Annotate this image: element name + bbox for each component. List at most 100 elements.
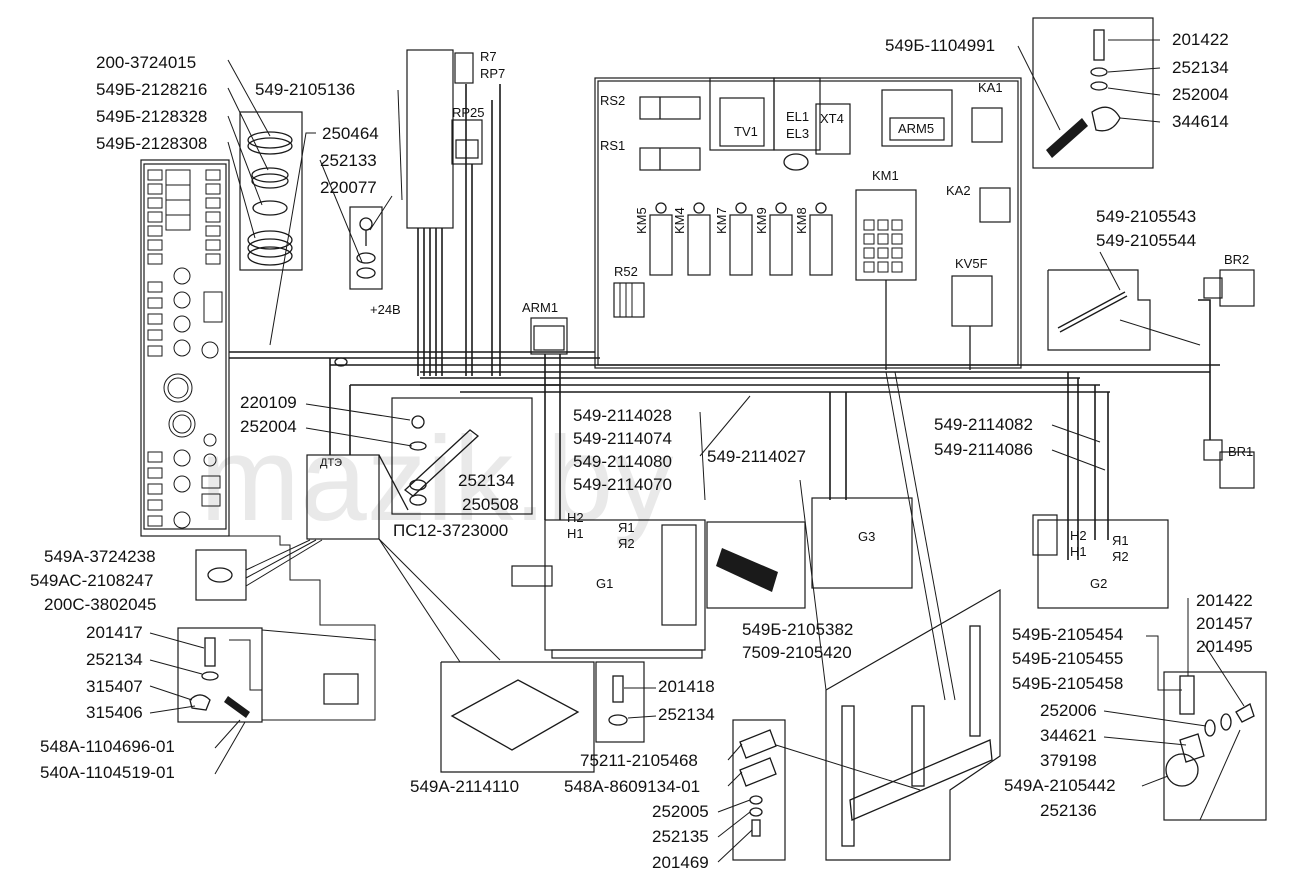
label-201418: 201418 — [658, 677, 715, 696]
label-252134-strip: 252134 — [458, 471, 515, 490]
brush-holder — [706, 521, 806, 609]
label-EL3: EL3 — [786, 126, 809, 141]
label-549B-2105458: 549Б-2105458 — [1012, 674, 1123, 693]
label-plus24V: +24B — [370, 302, 401, 317]
label-XT4: XT4 — [820, 111, 844, 126]
label-Ya2-g1: Я2 — [618, 536, 635, 551]
rod-detail — [1047, 269, 1151, 351]
label-252134-bolt: 252134 — [658, 705, 715, 724]
harness — [229, 299, 1220, 560]
label-549-2114080: 549-2114080 — [573, 452, 672, 471]
label-201495: 201495 — [1196, 637, 1253, 656]
label-549-2114074: 549-2114074 — [573, 429, 672, 448]
label-R7: R7 — [480, 49, 497, 64]
label-252005: 252005 — [652, 802, 709, 821]
label-Ya1-g1: Я1 — [618, 520, 635, 535]
label-RS2: RS2 — [600, 93, 625, 108]
label-G1: G1 — [596, 576, 613, 591]
generator-g3 — [811, 497, 913, 589]
label-G3: G3 — [858, 529, 875, 544]
label-315407: 315407 — [86, 677, 143, 696]
label-549-2105544: 549-2105544 — [1096, 231, 1196, 250]
label-201469: 201469 — [652, 853, 709, 872]
label-379198: 379198 — [1040, 751, 1097, 770]
label-BR2: BR2 — [1224, 252, 1249, 267]
label-549AC-2108247: 549АС-2108247 — [30, 571, 153, 590]
label-RP7: RP7 — [480, 66, 505, 81]
label-252133: 252133 — [320, 151, 377, 170]
label-548A-8609134-01: 548А-8609134-01 — [564, 777, 700, 796]
label-PS12: ПС12-3723000 — [393, 521, 508, 540]
label-201422-right: 201422 — [1196, 591, 1253, 610]
terminal-strip — [391, 397, 533, 515]
label-TV1: TV1 — [734, 124, 758, 139]
arm1-box — [530, 317, 568, 355]
label-549-2114086: 549-2114086 — [934, 440, 1033, 459]
clamp-detail-lower-left — [177, 627, 377, 723]
label-H2-g1: H2 — [567, 510, 584, 525]
generator-g1 — [511, 519, 706, 659]
grommet-detail — [195, 539, 323, 601]
clip-detail — [732, 719, 921, 861]
label-BR1: BR1 — [1228, 444, 1253, 459]
dt-box — [306, 454, 409, 540]
label-549B-2128308: 549Б-2128308 — [96, 134, 207, 153]
relay-stack — [406, 49, 501, 376]
sensor-br1 — [1203, 439, 1255, 489]
label-252136: 252136 — [1040, 801, 1097, 820]
gasket-leaders — [227, 59, 271, 239]
panel-gauges — [163, 267, 219, 529]
label-75211-2105468: 75211-2105468 — [580, 751, 698, 770]
watermark: mazik.by — [200, 412, 673, 546]
label-549B-2105382: 549Б-2105382 — [742, 620, 853, 639]
label-252134-ll: 252134 — [86, 650, 143, 669]
km-relays — [649, 202, 833, 276]
label-KM8: KM8 — [794, 207, 809, 234]
label-KA2: KA2 — [946, 183, 971, 198]
label-RP25: RP25 — [452, 105, 485, 120]
generator-g2 — [1032, 514, 1169, 609]
label-220109: 220109 — [240, 393, 297, 412]
label-549B-2128216: 549Б-2128216 — [96, 80, 207, 99]
label-201457: 201457 — [1196, 614, 1253, 633]
gasket-stack — [239, 111, 303, 271]
label-548A-1104696-01: 548А-1104696-01 — [40, 737, 175, 756]
label-549-2114027: 549-2114027 — [707, 447, 806, 466]
km1-contactor — [855, 189, 917, 370]
bolt-group-220077 — [349, 206, 383, 290]
label-KV5F: KV5F — [955, 256, 988, 271]
control-panel — [140, 159, 230, 537]
label-549A-3724238: 549А-3724238 — [44, 547, 156, 566]
label-220077: 220077 — [320, 178, 377, 197]
label-252004-left: 252004 — [240, 417, 297, 436]
label-KM7: KM7 — [714, 207, 729, 234]
label-201417: 201417 — [86, 623, 143, 642]
label-200-3724015: 200-3724015 — [96, 53, 196, 72]
label-549-2114082: 549-2114082 — [934, 415, 1033, 434]
sensor-br2 — [1203, 269, 1255, 307]
label-H1-g2: H1 — [1070, 544, 1087, 559]
label-250464: 250464 — [322, 124, 379, 143]
label-KM5: KM5 — [634, 207, 649, 234]
label-EL1: EL1 — [786, 109, 809, 124]
label-250508: 250508 — [462, 495, 519, 514]
panel-switches — [147, 169, 223, 527]
label-201422-top: 201422 — [1172, 30, 1229, 49]
label-549A-2105442: 549А-2105442 — [1004, 776, 1116, 795]
label-Ya1-g2: Я1 — [1112, 533, 1129, 548]
label-252006: 252006 — [1040, 701, 1097, 720]
label-7509-2105420: 7509-2105420 — [742, 643, 852, 662]
label-549B-2105455: 549Б-2105455 — [1012, 649, 1123, 668]
bolt-detail-201418 — [595, 661, 645, 743]
label-344621: 344621 — [1040, 726, 1097, 745]
label-549B-2128328: 549Б-2128328 — [96, 107, 207, 126]
label-252135: 252135 — [652, 827, 709, 846]
label-Ya2-g2: Я2 — [1112, 549, 1129, 564]
label-G2: G2 — [1090, 576, 1107, 591]
label-344614: 344614 — [1172, 112, 1229, 131]
clamp-detail-top-right — [1032, 17, 1161, 169]
label-252134-top: 252134 — [1172, 58, 1229, 77]
mount-detail-right — [1163, 598, 1267, 821]
label-549-2105136: 549-2105136 — [255, 80, 355, 99]
